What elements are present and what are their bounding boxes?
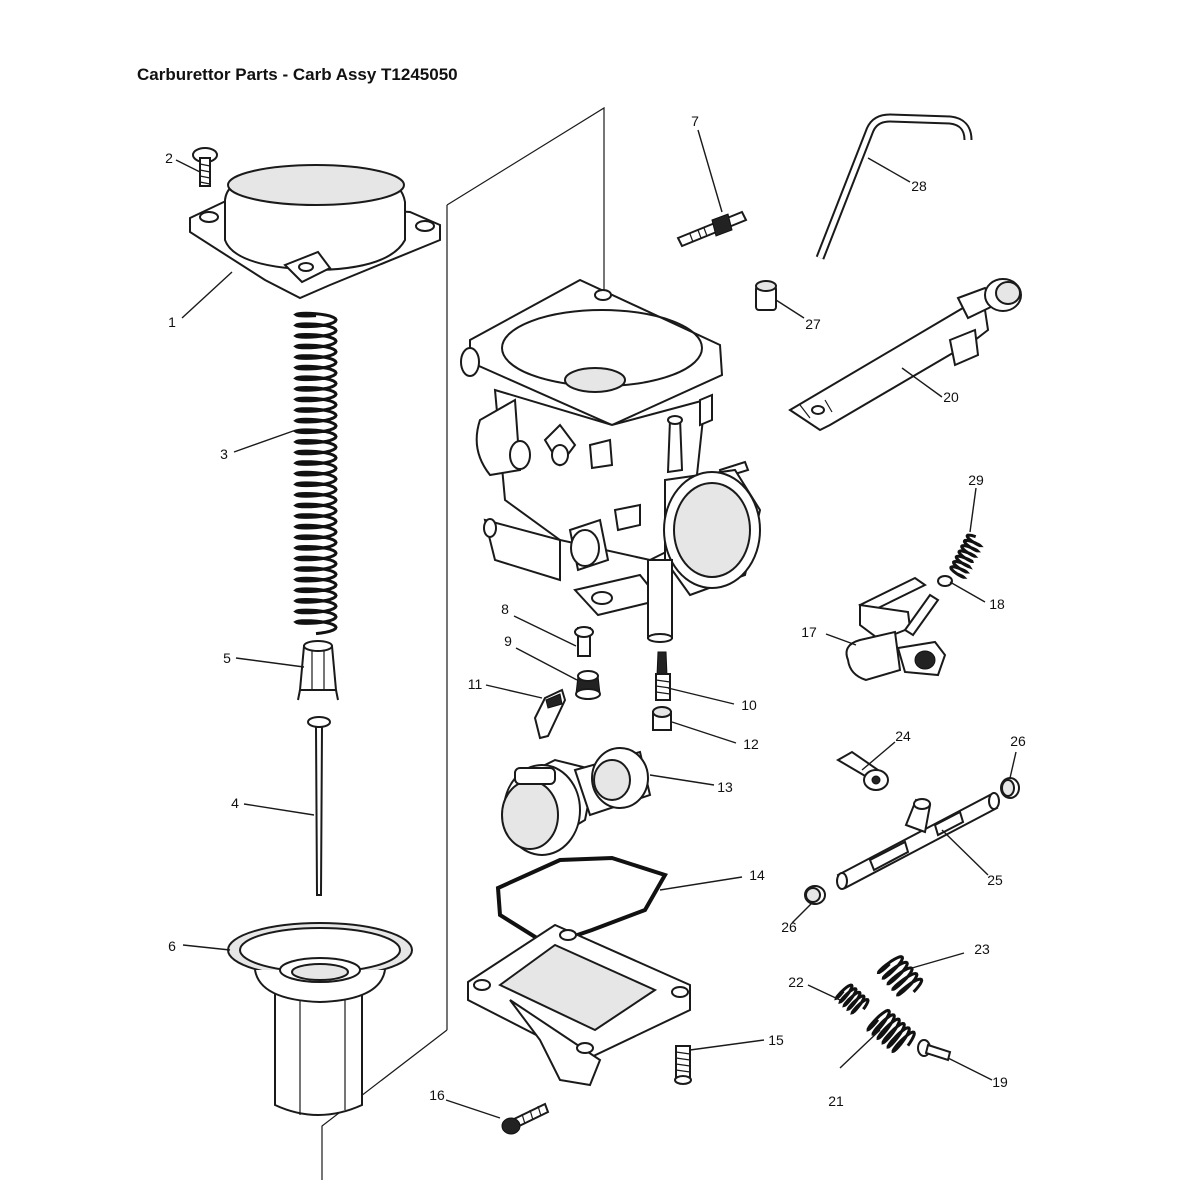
callout-18: 18 (989, 596, 1005, 612)
callout-19: 19 (992, 1074, 1008, 1090)
part-24-fitting (836, 750, 889, 791)
callout-29: 29 (968, 472, 984, 488)
part-18-washer (937, 575, 953, 587)
callout-10: 10 (741, 697, 757, 713)
callout-14: 14 (749, 867, 765, 883)
leader-lines (175, 129, 1017, 1119)
part-4-jet-needle (307, 716, 331, 896)
callout-23: 23 (974, 941, 990, 957)
part-21-spring (866, 1008, 916, 1054)
callout-26-upper: 26 (1010, 733, 1026, 749)
callout-1: 1 (168, 314, 176, 330)
part-8-needle-jet (574, 626, 594, 657)
part-12-plug (652, 706, 672, 731)
callout-20: 20 (943, 389, 959, 405)
callout-25: 25 (987, 872, 1003, 888)
float-bowl (467, 923, 691, 1087)
callout-3: 3 (220, 446, 228, 462)
callout-7: 7 (691, 113, 699, 129)
callout-22: 22 (788, 974, 804, 990)
callout-5: 5 (223, 650, 231, 666)
part-11-float-needle (533, 688, 567, 740)
part-22-spring (834, 983, 870, 1015)
part-13-float-assembly (501, 747, 652, 856)
callout-24: 24 (895, 728, 911, 744)
assembly-bracket (321, 106, 605, 1180)
part-5-needle-retainer (297, 640, 339, 701)
part-2-screw (192, 147, 218, 187)
part-17-bracket (845, 576, 947, 682)
callout-12: 12 (743, 736, 759, 752)
callout-8: 8 (501, 601, 509, 617)
part-14-gasket (495, 855, 668, 948)
part-25-tee-fitting (836, 792, 1000, 890)
part-15-drain-screw (674, 1045, 692, 1085)
callout-21: 21 (828, 1093, 844, 1109)
callout-28: 28 (911, 178, 927, 194)
callout-15: 15 (768, 1032, 784, 1048)
part-20-choke-lever (788, 278, 1022, 432)
callout-26-lower: 26 (781, 919, 797, 935)
part-26-cap-upper (1000, 777, 1020, 799)
callout-27: 27 (805, 316, 821, 332)
part-1-top-cover (189, 164, 441, 300)
diagram-title: Carburettor Parts - Carb Assy T1245050 (137, 65, 458, 84)
part-26-cap-lower (804, 885, 826, 905)
part-27-cap (755, 280, 777, 311)
callout-4: 4 (231, 795, 239, 811)
callout-16: 16 (429, 1087, 445, 1103)
callout-17: 17 (801, 624, 817, 640)
part-28-vent-tube (815, 113, 973, 260)
part-6-diaphragm-slide (227, 922, 413, 1116)
callout-11: 11 (468, 676, 483, 692)
callout-6: 6 (168, 938, 176, 954)
part-9-main-jet (575, 670, 601, 700)
part-19-pin (917, 1039, 952, 1062)
callout-13: 13 (717, 779, 733, 795)
part-10-pilot-jet (655, 651, 671, 701)
part-23-spring (876, 955, 924, 997)
callout-labels: 1 2 3 4 5 6 7 8 9 10 11 12 13 14 15 16 1… (165, 113, 1026, 1109)
part-16-screw (501, 1102, 550, 1135)
callout-2: 2 (165, 150, 173, 166)
callout-9: 9 (504, 633, 512, 649)
carburettor-body (460, 278, 762, 643)
part-7-pilot-screw (676, 210, 748, 248)
part-3-spring (293, 311, 338, 636)
part-29-spring (949, 533, 984, 579)
